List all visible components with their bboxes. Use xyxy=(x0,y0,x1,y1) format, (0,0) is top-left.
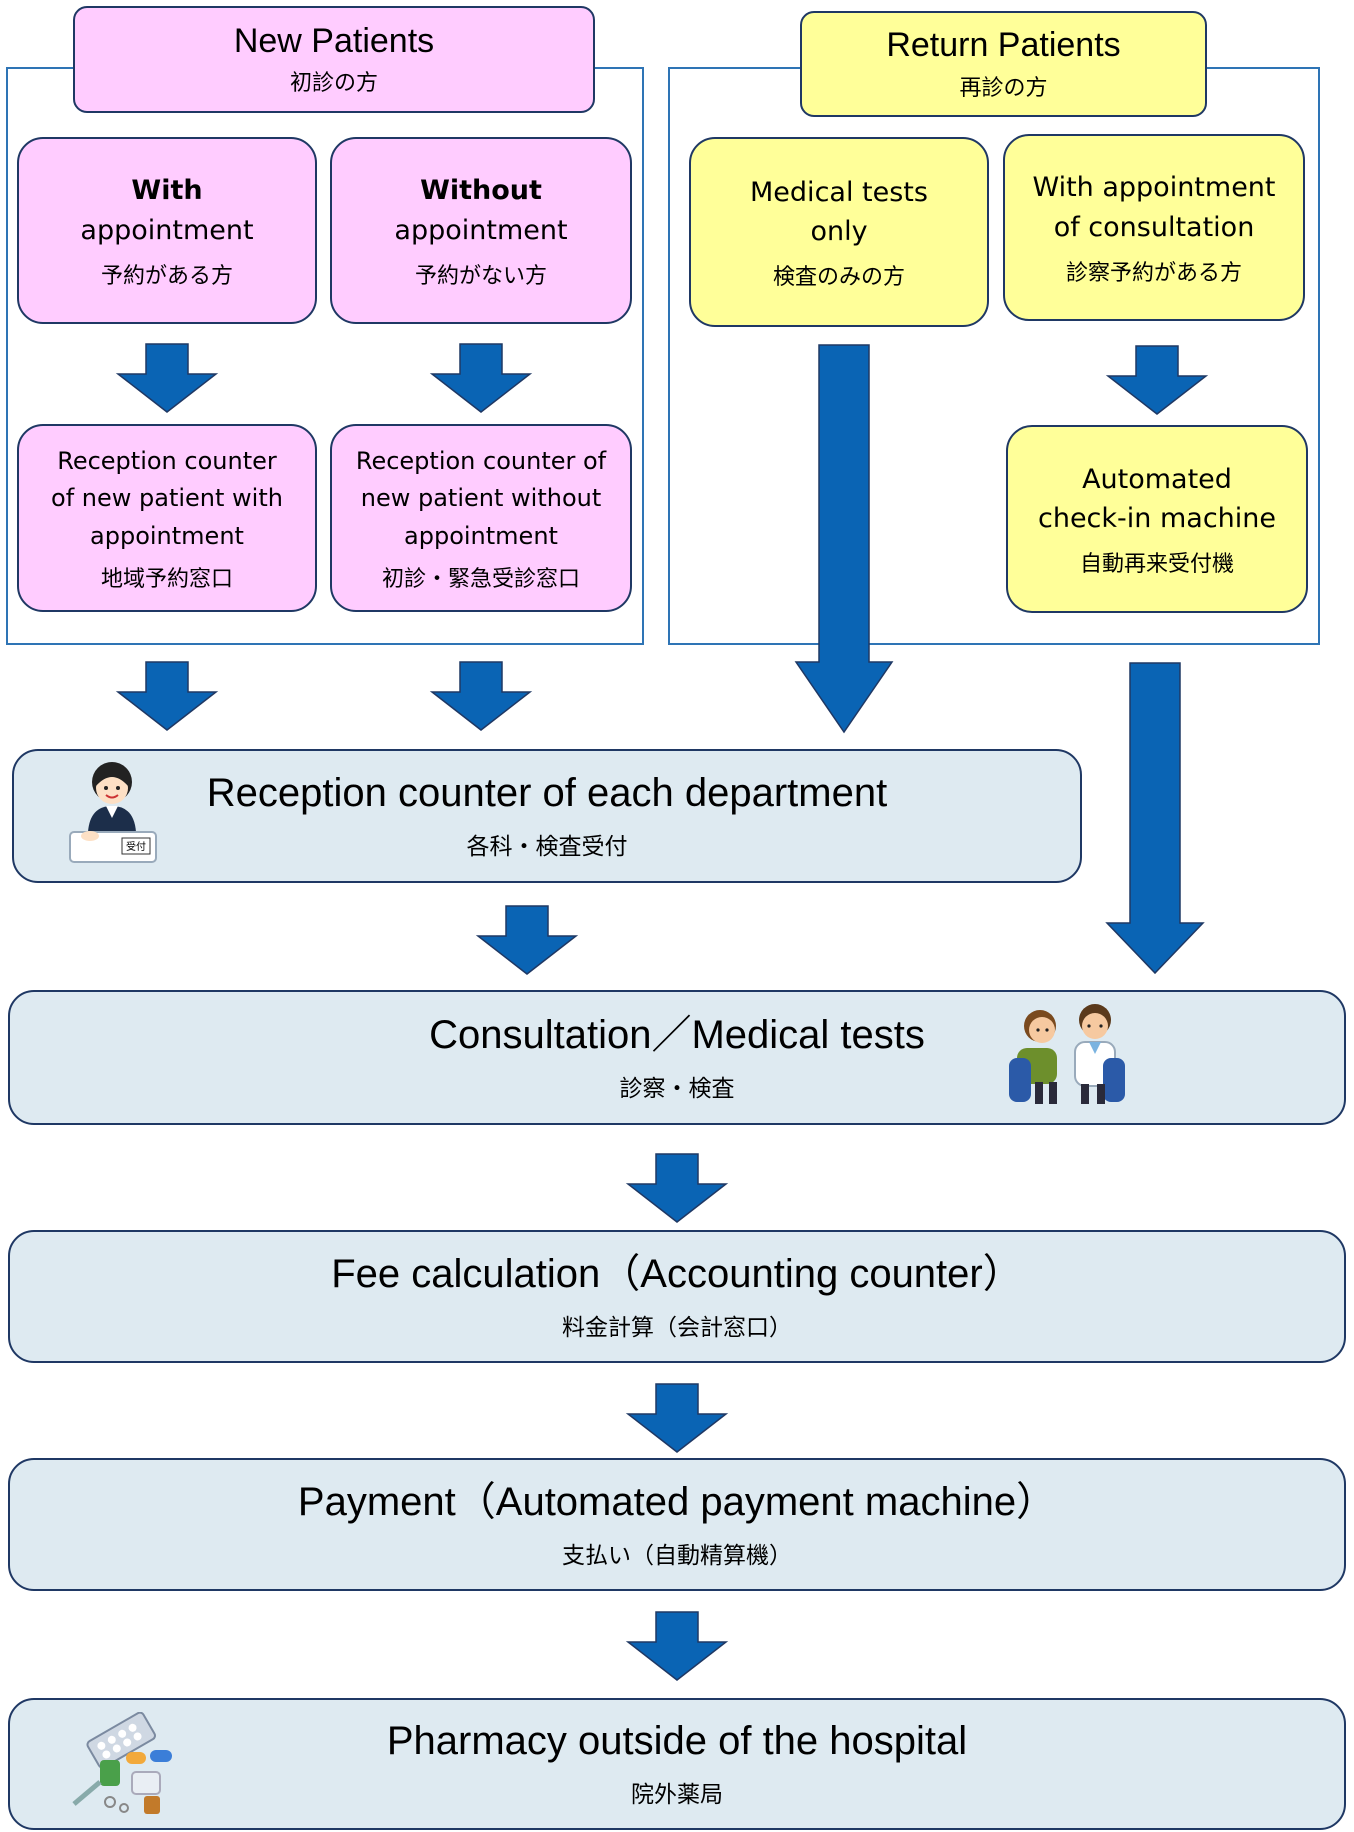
with-consultation-line2: of consultation xyxy=(1053,211,1255,243)
new-patients-header: New Patients 初診の方 xyxy=(73,6,595,113)
step-reception-each-department: Reception counter of each department 各科・… xyxy=(12,749,1082,883)
receptionist-icon: 受付 xyxy=(69,762,157,863)
step-fee-calculation: Fee calculation（Accounting counter） 料金計算… xyxy=(8,1230,1346,1363)
reception-without-jp: 初診・緊急受診窓口 xyxy=(381,566,580,592)
new-patients-title-jp: 初診の方 xyxy=(289,71,378,97)
step-1-jp: 各科・検査受付 xyxy=(466,834,628,860)
step-2-title: Consultation／Medical tests xyxy=(429,1012,925,1057)
step-5-title: Pharmacy outside of the hospital xyxy=(386,1719,968,1763)
checkin-line1: Automated xyxy=(1082,463,1232,495)
arrow-down-icon xyxy=(475,905,579,975)
arrow-down-icon xyxy=(115,661,219,731)
arrow-down-icon xyxy=(1105,345,1209,415)
new-patients-title: New Patients xyxy=(233,21,435,60)
without-appointment-line1: Without xyxy=(420,175,542,207)
with-consultation-line1: With appointment xyxy=(1032,172,1276,204)
reception-with-line3: appointment xyxy=(90,521,244,550)
without-appointment-box: Without appointment 予約がない方 xyxy=(330,137,632,324)
with-appointment-line2: appointment xyxy=(80,214,254,246)
svg-text:受付: 受付 xyxy=(126,840,146,853)
return-patients-title: Return Patients xyxy=(886,26,1121,65)
arrow-down-icon xyxy=(429,661,533,731)
with-appointment-jp: 予約がある方 xyxy=(100,263,233,289)
arrow-down-icon xyxy=(115,343,219,413)
long-arrow-down-icon xyxy=(1105,662,1205,975)
arrow-down-icon xyxy=(625,1383,729,1453)
step-5-jp: 院外薬局 xyxy=(631,1782,723,1808)
medicine-icon xyxy=(72,1712,172,1814)
return-patients-header: Return Patients 再診の方 xyxy=(800,11,1207,117)
without-appointment-jp: 予約がない方 xyxy=(414,263,547,289)
arrow-down-icon xyxy=(625,1153,729,1223)
step-consultation: Consultation／Medical tests 診察・検査 xyxy=(8,990,1346,1125)
arrow-down-icon xyxy=(625,1611,729,1681)
reception-without-line1: Reception counter of xyxy=(355,447,607,476)
reception-without-appointment-box: Reception counter of new patient without… xyxy=(330,424,632,612)
reception-with-appointment-box: Reception counter of new patient with ap… xyxy=(17,424,317,612)
return-patients-title-jp: 再診の方 xyxy=(959,75,1048,101)
medical-tests-only-line2: only xyxy=(810,216,868,247)
reception-without-line2: new patient without xyxy=(360,484,602,513)
checkin-line2: check-in machine xyxy=(1037,503,1277,534)
step-4-title: Payment（Automated payment machine） xyxy=(297,1479,1057,1524)
step-3-title: Fee calculation（Accounting counter） xyxy=(331,1251,1023,1296)
checkin-machine-box: Automated check-in machine 自動再来受付機 xyxy=(1006,425,1308,613)
step-4-jp: 支払い（自動精算機） xyxy=(562,1542,792,1569)
with-consultation-box: With appointment of consultation 診察予約がある… xyxy=(1003,134,1305,321)
doctor-patient-icon xyxy=(1009,1004,1125,1104)
step-2-jp: 診察・検査 xyxy=(619,1075,735,1102)
medical-tests-only-box: Medical tests only 検査のみの方 xyxy=(689,137,989,327)
arrow-down-icon xyxy=(429,343,533,413)
without-appointment-line2: appointment xyxy=(394,214,568,246)
reception-with-line2: of new patient with xyxy=(51,484,283,513)
reception-with-jp: 地域予約窓口 xyxy=(100,566,233,592)
reception-without-line3: appointment xyxy=(404,521,558,550)
medical-tests-only-line1: Medical tests xyxy=(750,176,928,208)
with-consultation-jp: 診察予約がある方 xyxy=(1065,260,1242,286)
with-appointment-box: With appointment 予約がある方 xyxy=(17,137,317,324)
step-3-jp: 料金計算（会計窓口） xyxy=(562,1314,792,1341)
checkin-jp: 自動再来受付機 xyxy=(1079,552,1234,578)
reception-with-line1: Reception counter xyxy=(57,447,277,476)
long-arrow-down-icon xyxy=(794,344,894,734)
with-appointment-line1: With xyxy=(131,175,203,207)
step-pharmacy: Pharmacy outside of the hospital 院外薬局 xyxy=(8,1698,1346,1830)
medical-tests-only-jp: 検査のみの方 xyxy=(772,265,905,291)
step-1-title: Reception counter of each department xyxy=(206,771,888,815)
step-payment: Payment（Automated payment machine） 支払い（自… xyxy=(8,1458,1346,1591)
